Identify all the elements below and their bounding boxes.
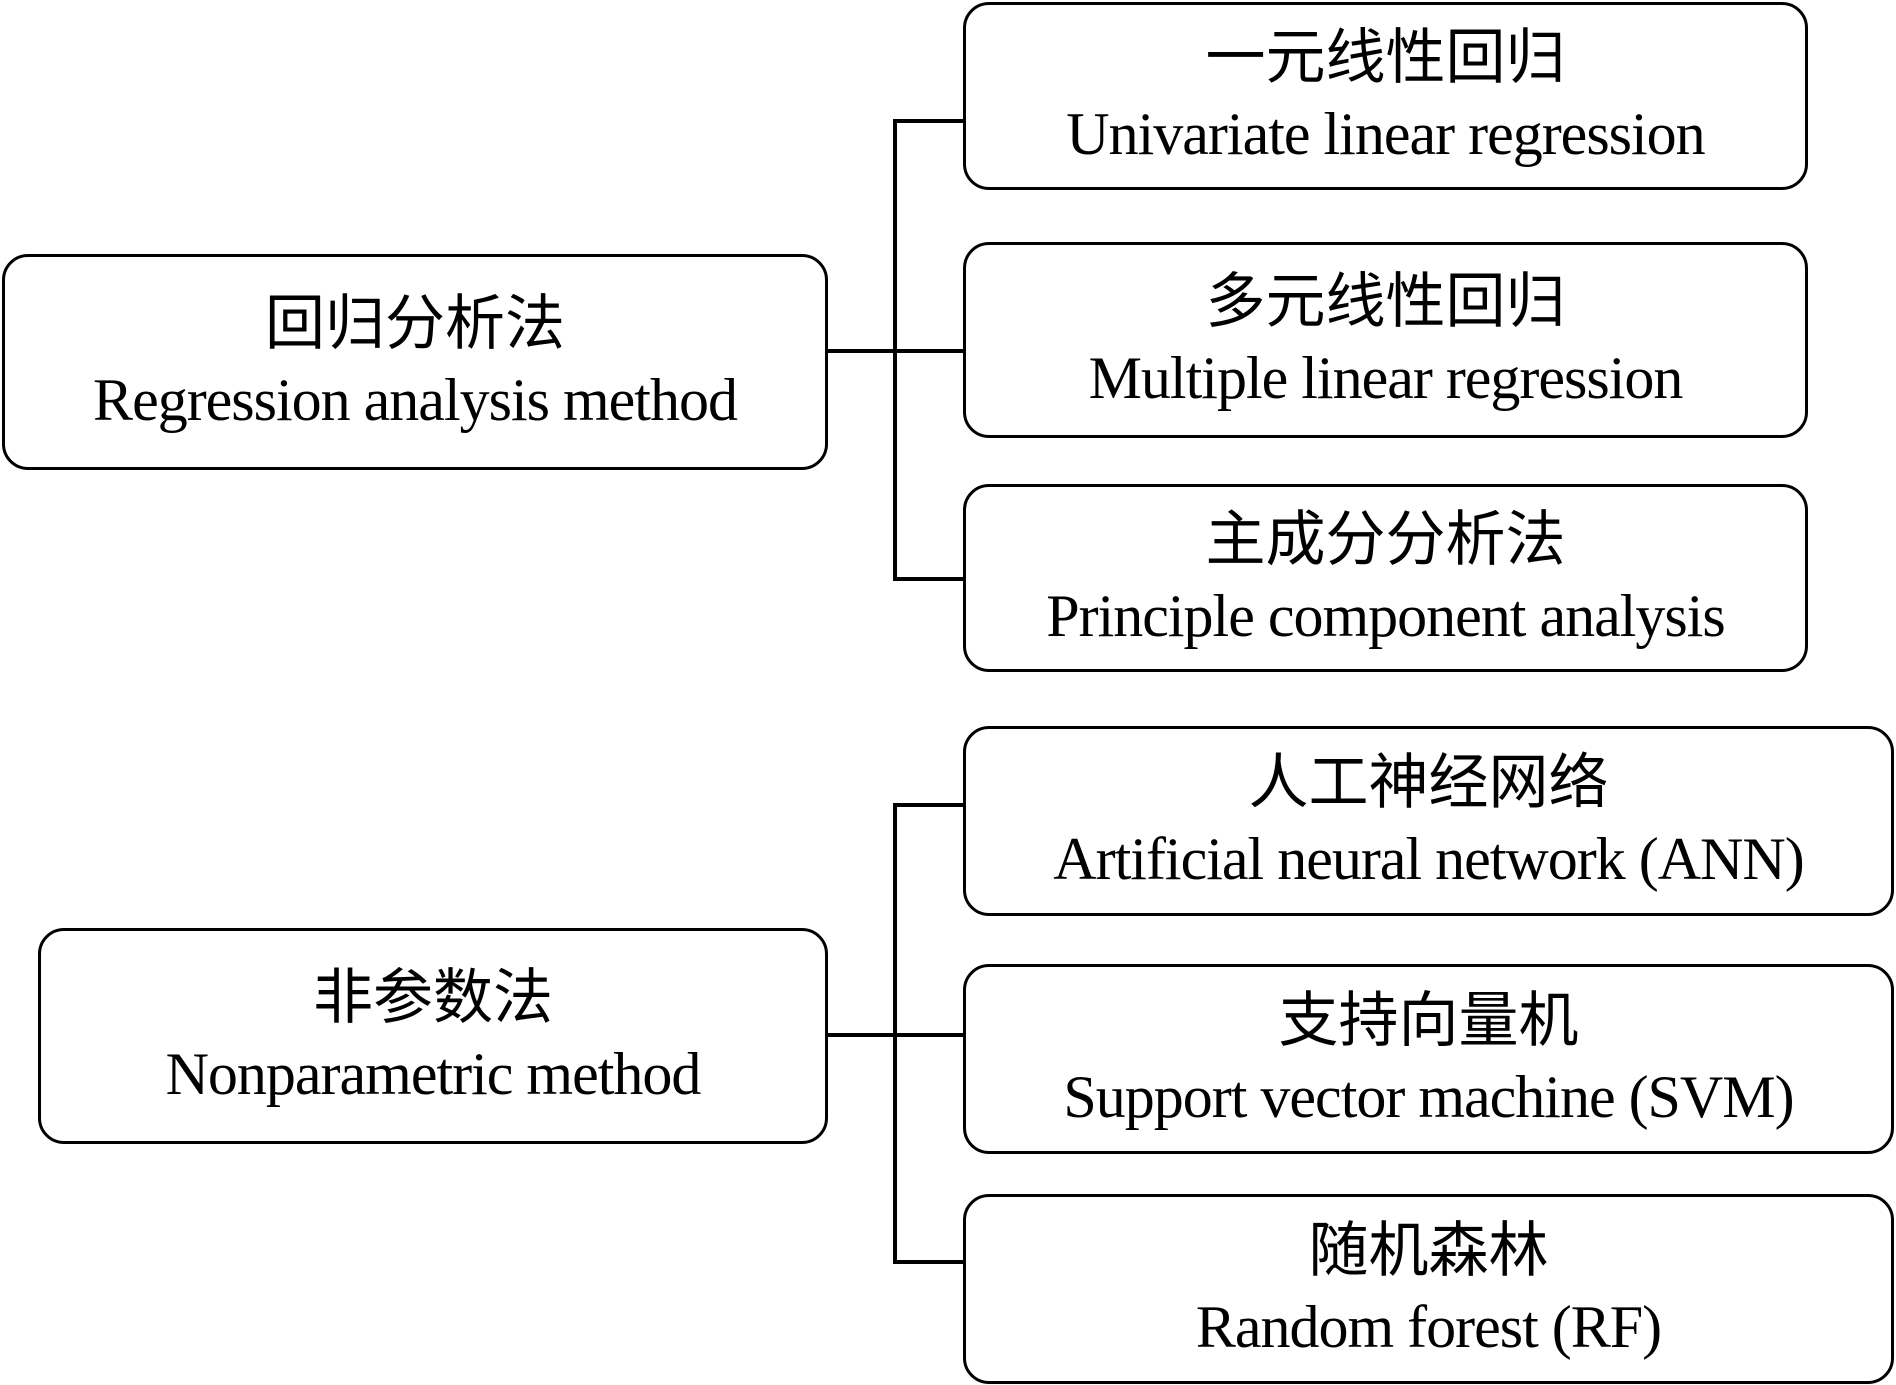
box-label-chinese: 回归分析法 [265,289,565,359]
connector-svm [893,1033,965,1037]
connector-ann [893,803,965,807]
box-label-english: Regression analysis method [93,367,738,433]
univariate-linear-regression-box: 一元线性回归 Univariate linear regression [963,2,1808,190]
connector-pca [893,577,965,581]
artificial-neural-network-box: 人工神经网络 Artificial neural network (ANN) [963,726,1894,916]
box-label-chinese: 支持向量机 [1278,986,1579,1056]
box-label-chinese: 非参数法 [313,963,553,1033]
connector-regression-horizontal [828,349,895,353]
regression-analysis-method-box: 回归分析法 Regression analysis method [2,254,828,470]
box-label-english: Multiple linear regression [1088,345,1684,411]
box-label-english: Artificial neural network (ANN) [1053,826,1804,892]
box-label-english: Random forest (RF) [1195,1294,1662,1360]
support-vector-machine-box: 支持向量机 Support vector machine (SVM) [963,964,1894,1154]
nonparametric-method-box: 非参数法 Nonparametric method [38,928,828,1144]
box-label-english: Nonparametric method [165,1041,702,1107]
box-label-english: Support vector machine (SVM) [1063,1064,1794,1130]
box-label-chinese: 一元线性回归 [1205,23,1566,93]
random-forest-box: 随机森林 Random forest (RF) [963,1194,1894,1384]
box-label-chinese: 主成分分析法 [1205,505,1566,575]
box-label-english: Univariate linear regression [1066,101,1705,167]
connector-multiple [893,349,965,353]
box-label-chinese: 随机森林 [1308,1216,1549,1286]
box-label-chinese: 多元线性回归 [1205,267,1566,337]
connector-nonparametric-horizontal [828,1033,895,1037]
connector-univariate [893,119,965,123]
connector-rf [893,1260,965,1264]
box-label-english: Principle component analysis [1046,583,1726,649]
multiple-linear-regression-box: 多元线性回归 Multiple linear regression [963,242,1808,438]
box-label-chinese: 人工神经网络 [1248,748,1609,818]
principle-component-analysis-box: 主成分分析法 Principle component analysis [963,484,1808,672]
